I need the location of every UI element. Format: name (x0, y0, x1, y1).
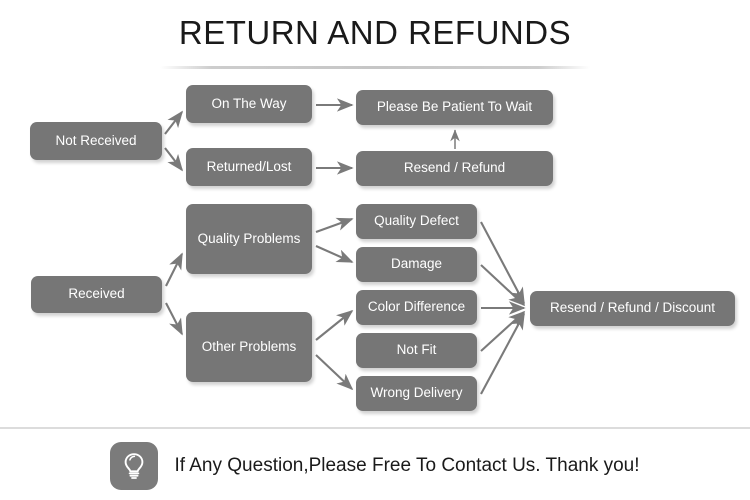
node-quality-problems[interactable]: Quality Problems (186, 204, 312, 274)
node-wrong-delivery[interactable]: Wrong Delivery (356, 376, 477, 411)
node-damage[interactable]: Damage (356, 247, 477, 282)
edge-received-to-other-problems (165, 302, 183, 336)
node-other-problems[interactable]: Other Problems (186, 312, 312, 382)
node-on-the-way[interactable]: On The Way (186, 85, 312, 123)
edge-wrong-delivery-to-result (480, 312, 525, 395)
footer: If Any Question,Please Free To Contact U… (0, 432, 750, 500)
page-title: RETURN AND REFUNDS (178, 14, 572, 51)
node-returned-lost[interactable]: Returned/Lost (186, 148, 312, 186)
edge-not-received-to-on-the-way (164, 110, 184, 135)
edge-not-received-to-returned-lost (164, 147, 184, 172)
edge-quality-problems-to-damage (315, 245, 354, 263)
node-quality-defect[interactable]: Quality Defect (356, 204, 477, 239)
title-divider (160, 66, 590, 69)
edge-received-to-quality-problems (165, 252, 183, 287)
edge-quality-problems-to-quality-defect (315, 217, 354, 233)
footer-text: If Any Question,Please Free To Contact U… (174, 455, 640, 476)
node-not-fit[interactable]: Not Fit (356, 333, 477, 368)
node-resend-refund[interactable]: Resend / Refund (356, 151, 553, 186)
footer-divider (0, 427, 750, 429)
edge-other-problems-to-color-difference (315, 309, 354, 341)
node-resend-refund-discount[interactable]: Resend / Refund / Discount (530, 291, 735, 326)
edge-other-problems-to-wrong-delivery (315, 354, 354, 391)
node-please-be-patient-to-wait[interactable]: Please Be Patient To Wait (356, 90, 553, 125)
node-color-difference[interactable]: Color Difference (356, 290, 477, 325)
node-received[interactable]: Received (31, 276, 162, 313)
edge-quality-defect-to-result (480, 221, 525, 305)
edge-damage-to-result (480, 264, 526, 307)
lightbulb-icon (110, 442, 159, 490)
node-not-received[interactable]: Not Received (30, 122, 162, 160)
edge-not-fit-to-result (480, 310, 526, 352)
